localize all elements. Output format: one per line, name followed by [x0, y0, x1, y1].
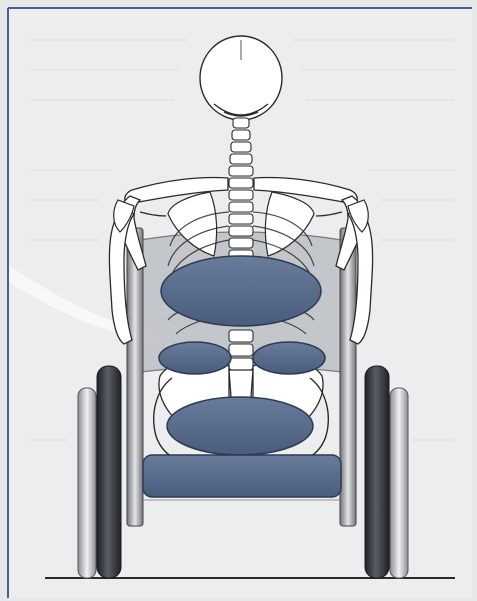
upper-back-pad: [161, 256, 321, 326]
seat-cushion: [143, 455, 341, 497]
right-wheel: [365, 366, 408, 578]
left-wheel-rim: [78, 388, 96, 578]
pelvic-pad: [167, 397, 313, 455]
left-wheel: [78, 366, 121, 578]
right-wheel-tire: [365, 366, 389, 578]
spine: [229, 118, 253, 370]
right-frame-upright: [340, 228, 356, 526]
right-lateral-pad: [253, 342, 325, 374]
left-frame-upright: [127, 228, 143, 526]
skull: [200, 36, 282, 120]
left-wheel-tire: [97, 366, 121, 578]
left-lateral-pad: [159, 342, 231, 374]
right-wheel-rim: [390, 388, 408, 578]
